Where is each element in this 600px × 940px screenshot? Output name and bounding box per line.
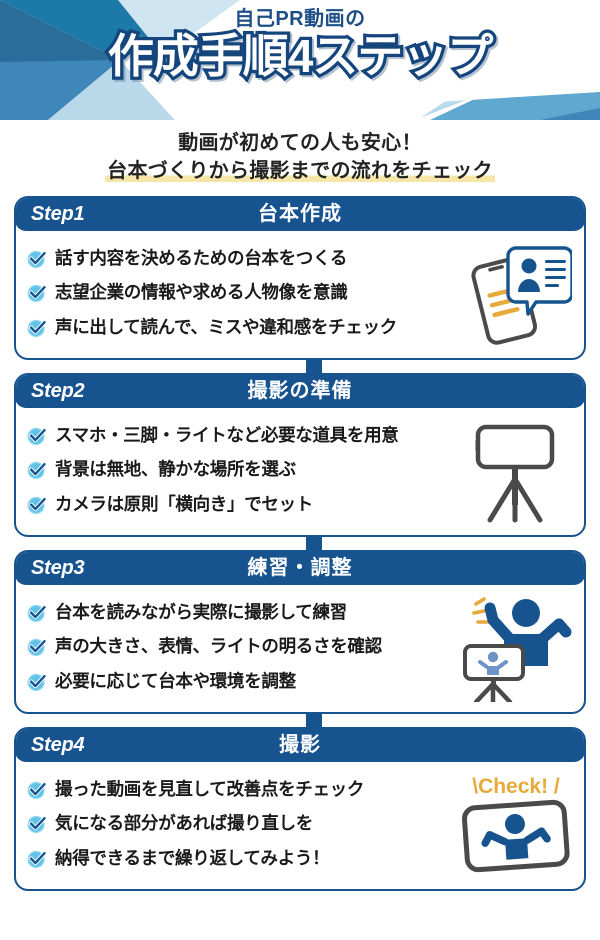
- list-item: 納得できるまで繰り返してみよう！: [26, 842, 460, 876]
- list-item: 背景は無地、静かな場所を選ぶ: [26, 453, 460, 487]
- list-item: 声の大きさ、表情、ライトの明るさを確認: [26, 630, 460, 664]
- check-circle-icon: [27, 816, 47, 834]
- connector-bar: [306, 359, 322, 373]
- list-item: 必要に応じて台本や環境を調整: [26, 665, 460, 699]
- step-card-1-header: Step1 台本作成: [16, 197, 584, 231]
- check-circle-icon: [27, 250, 47, 268]
- subtitle-line-1: 動画が初めての人も安心！: [178, 132, 422, 154]
- check-caption: \Check! /: [472, 775, 560, 798]
- step-card-1-title: 台本作成: [258, 202, 342, 225]
- list-item: 撮った動画を見直して改善点をチェック: [26, 773, 460, 807]
- step-card-4-label: Step4: [31, 733, 85, 756]
- list-item-label: 納得できるまで繰り返してみよう！: [55, 847, 330, 868]
- check-phone-icon: \Check! /: [460, 771, 572, 879]
- check-circle-icon: [27, 604, 47, 622]
- step-card-1-bullets: 話す内容を決めるための台本をつくる 志望企業の情報や求める人物像を意識: [26, 240, 460, 345]
- person-recording-icon: [460, 594, 572, 702]
- check-circle-icon: [27, 427, 47, 445]
- page-header: 自己PR動画の 作成手順4ステップ: [0, 0, 600, 120]
- list-item-label: 話す内容を決めるための台本をつくる: [55, 247, 348, 268]
- step-card-3-label: Step3: [31, 556, 85, 579]
- check-circle-icon: [27, 639, 47, 657]
- check-circle-icon: [27, 462, 47, 480]
- step-card-3-body: 台本を読みながら実際に撮影して練習 声の大きさ、表情、ライトの明るさを確認: [16, 585, 584, 712]
- step-card-2-title: 撮影の準備: [247, 379, 353, 402]
- step-card-3-title: 練習・調整: [247, 556, 353, 579]
- check-circle-icon: [27, 673, 47, 691]
- header-title-group: 自己PR動画の 作成手順4ステップ: [0, 0, 600, 120]
- header-background-pattern: [0, 0, 600, 120]
- step-card-4-body: 撮った動画を見直して改善点をチェック 気になる部分があれば撮り直しを: [16, 762, 584, 889]
- list-item-label: 必要に応じて台本や環境を調整: [55, 670, 296, 691]
- list-item-label: 気になる部分があれば撮り直しを: [55, 813, 313, 834]
- step-card-4[interactable]: Step4 撮影 撮った動画を見直して改善点をチェック: [14, 726, 586, 891]
- step-card-2[interactable]: Step2 撮影の準備 スマホ・三脚・ライトなど必要な道具を用意: [14, 372, 586, 537]
- step-card-1-label: Step1: [31, 202, 85, 225]
- list-item-label: カメラは原則「横向き」でセット: [55, 493, 313, 514]
- step-card-2-body: スマホ・三脚・ライトなど必要な道具を用意 背景は無地、静かな場所を選ぶ: [16, 408, 584, 535]
- list-item-label: 志望企業の情報や求める人物像を意識: [55, 282, 348, 303]
- subtitle-line-2: 台本づくりから撮影までの流れをチェック: [0, 157, 600, 185]
- list-item-label: 背景は無地、静かな場所を選ぶ: [55, 459, 296, 480]
- list-item: カメラは原則「横向き」でセット: [26, 488, 460, 522]
- check-circle-icon: [27, 781, 47, 799]
- step-card-3-bullets: 台本を読みながら実際に撮影して練習 声の大きさ、表情、ライトの明るさを確認: [26, 594, 460, 699]
- step-card-4-bullets: 撮った動画を見直して改善点をチェック 気になる部分があれば撮り直しを: [26, 771, 460, 876]
- list-item-label: 声の大きさ、表情、ライトの明るさを確認: [55, 636, 382, 657]
- step-card-2-label: Step2: [31, 379, 85, 402]
- list-item-label: 台本を読みながら実際に撮影して練習: [55, 601, 347, 622]
- header-main-title: 作成手順4ステップ: [104, 28, 496, 84]
- step-card-3[interactable]: Step3 練習・調整 台本を読みながら実際に撮影して練習: [14, 549, 586, 714]
- subtitle-line-2-highlight: 台本づくりから撮影までの流れをチェック: [105, 160, 495, 183]
- tripod-phone-icon: [460, 417, 572, 525]
- list-item-label: 撮った動画を見直して改善点をチェック: [55, 778, 365, 799]
- step-card-4-title: 撮影: [279, 733, 321, 756]
- header-subtitle-small: 自己PR動画の: [234, 8, 366, 30]
- check-circle-icon: [27, 850, 47, 868]
- step-connector-2-3: [14, 536, 600, 550]
- list-item: 声に出して読んで、ミスや違和感をチェック: [26, 311, 460, 345]
- phone-speech-bubble-icon: [460, 240, 572, 348]
- connector-bar: [306, 713, 322, 727]
- step-card-4-header: Step4 撮影: [16, 728, 584, 762]
- list-item-label: 声に出して読んで、ミスや違和感をチェック: [55, 316, 397, 337]
- list-item: 話す内容を決めるための台本をつくる: [26, 242, 460, 276]
- list-item: 志望企業の情報や求める人物像を意識: [26, 276, 460, 310]
- check-circle-icon: [27, 285, 47, 303]
- check-circle-icon: [27, 319, 47, 337]
- step-card-3-header: Step3 練習・調整: [16, 551, 584, 585]
- step-card-2-header: Step2 撮影の準備: [16, 374, 584, 408]
- lead-subtitle: 動画が初めての人も安心！ 台本づくりから撮影までの流れをチェック: [0, 120, 600, 186]
- list-item-label: スマホ・三脚・ライトなど必要な道具を用意: [55, 424, 399, 445]
- check-circle-icon: [27, 496, 47, 514]
- step-connector-3-4: [14, 713, 600, 727]
- list-item: 台本を読みながら実際に撮影して練習: [26, 596, 460, 630]
- list-item: 気になる部分があれば撮り直しを: [26, 807, 460, 841]
- steps-list: Step1 台本作成 話す内容を決めるための台本をつくる: [0, 186, 600, 891]
- connector-bar: [306, 536, 322, 550]
- step-card-2-bullets: スマホ・三脚・ライトなど必要な道具を用意 背景は無地、静かな場所を選ぶ: [26, 417, 460, 522]
- step-connector-1-2: [14, 359, 600, 373]
- step-card-1-body: 話す内容を決めるための台本をつくる 志望企業の情報や求める人物像を意識: [16, 231, 584, 358]
- step-card-1[interactable]: Step1 台本作成 話す内容を決めるための台本をつくる: [14, 195, 586, 360]
- list-item: スマホ・三脚・ライトなど必要な道具を用意: [26, 419, 460, 453]
